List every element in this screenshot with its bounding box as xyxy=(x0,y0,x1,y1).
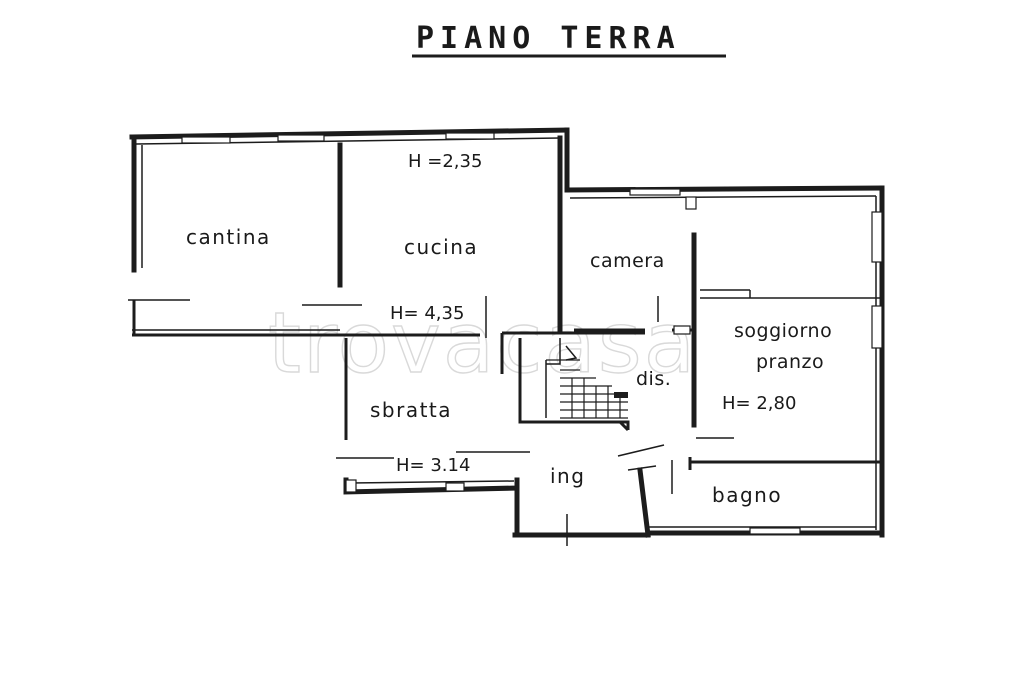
window-right-lower xyxy=(871,305,883,349)
wall-top-right-inner xyxy=(569,195,877,199)
height-labels: H =2,35 H= 4,35 H= 2,80 H= 3.14 xyxy=(390,151,796,476)
label-pranzo: pranzo xyxy=(756,351,824,373)
stair-corner xyxy=(618,420,630,432)
label-camera: camera xyxy=(590,250,665,272)
wall-top-left-block xyxy=(129,127,570,140)
window-sbratta-corner xyxy=(345,479,357,493)
stair-outer-wall xyxy=(518,338,630,430)
plan-title: PIANO TERRA xyxy=(416,21,681,56)
stair-post xyxy=(614,392,628,398)
wall-bagno-left-top xyxy=(627,465,657,471)
wall-bagno-left xyxy=(637,467,651,538)
door-ing-mark xyxy=(617,444,665,457)
height-cucina-bottom: H= 4,35 xyxy=(390,303,464,324)
window-cucina-top-1 xyxy=(277,134,325,142)
label-ing: ing xyxy=(550,464,585,488)
stair-arrow xyxy=(565,345,578,361)
window-sbratta-bottom xyxy=(445,482,465,492)
height-sbratta: H= 3.14 xyxy=(396,455,470,476)
wall-top-right-block xyxy=(564,185,885,193)
room-labels: cantina cucina camera soggiorno pranzo d… xyxy=(186,225,832,507)
label-dis: dis. xyxy=(636,368,671,390)
label-sbratta: sbratta xyxy=(370,398,452,422)
post-camera-top xyxy=(685,196,697,210)
watermark: trovacasa xyxy=(268,294,697,392)
stair-landing xyxy=(546,338,561,365)
label-cucina: cucina xyxy=(404,235,478,259)
label-cantina: cantina xyxy=(186,225,271,249)
window-cantina-top xyxy=(181,136,231,144)
height-soggiorno: H= 2,80 xyxy=(722,393,796,414)
wall-sbratta-bottom-inner xyxy=(349,480,515,484)
staircase xyxy=(518,338,630,432)
windows xyxy=(181,132,883,535)
label-soggiorno: soggiorno xyxy=(734,320,832,342)
label-bagno: bagno xyxy=(712,483,782,507)
window-camera-top xyxy=(629,188,681,196)
height-cucina-top: H =2,35 xyxy=(408,151,482,172)
window-bagno-bottom xyxy=(749,527,801,535)
window-cucina-top-2 xyxy=(445,132,495,140)
post-camera-bottom xyxy=(673,325,691,335)
window-right-upper xyxy=(871,211,883,263)
